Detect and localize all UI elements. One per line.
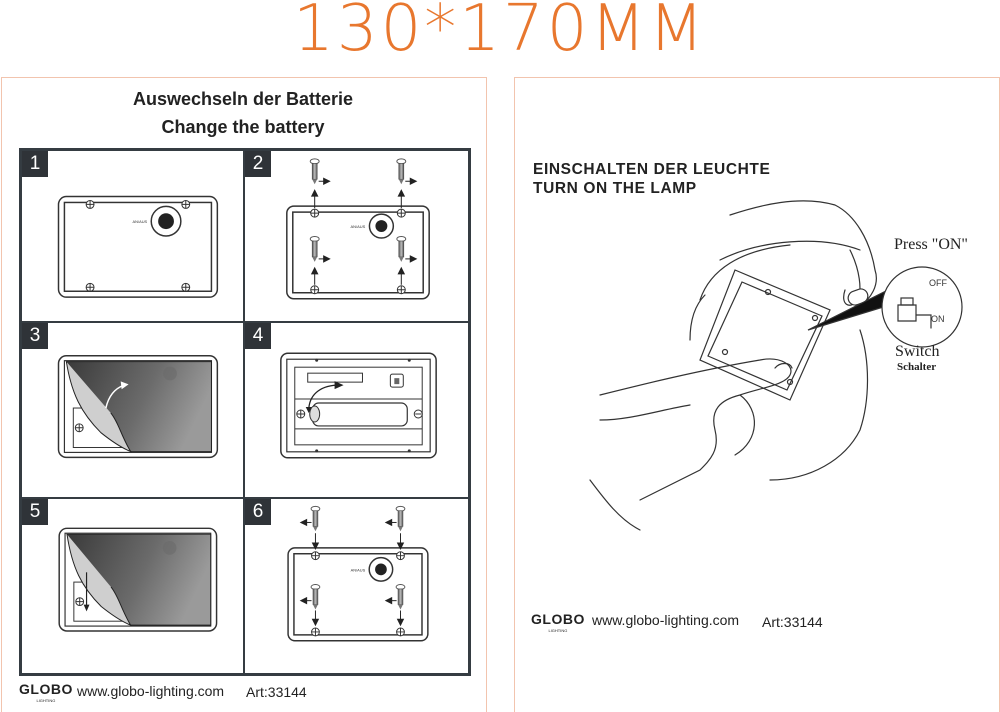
step-3-panel: 3 [22, 323, 245, 499]
hand-pressing-switch-illustration: OFF ON [589, 200, 963, 531]
logo-subtext: LIGHTING [548, 628, 568, 633]
switch-label: AN/AUS [351, 224, 366, 229]
heading-en: TURN ON THE LAMP [533, 180, 697, 197]
step-number: 2 [245, 151, 271, 177]
step-number: 1 [22, 151, 48, 177]
heading-de: Auswechseln der Batterie [132, 89, 354, 109]
article-number: Art:33144 [246, 684, 307, 700]
press-on-label: Press "ON" [894, 236, 968, 253]
step-number: 5 [22, 499, 48, 525]
switch-label-en: Switch [895, 343, 940, 360]
step-5-panel: 5 [22, 499, 245, 673]
heading-de: EINSCHALTEN DER LEUCHTE [533, 161, 771, 178]
step-number: 4 [245, 323, 271, 349]
switch-label: AN/AUS [351, 567, 366, 572]
step-4-panel: 4 [245, 323, 468, 499]
size-title: 130*170MM [293, 0, 707, 66]
logo-text: GLOBO [19, 681, 73, 697]
logo-subtext: LIGHTING [36, 698, 56, 703]
steps-grid: AN/AUS 1 AN/AUS 2 [19, 148, 471, 676]
switch-label: AN/AUS [133, 219, 148, 224]
logo-text: GLOBO [531, 611, 585, 627]
step-number: 3 [22, 323, 48, 349]
on-label: ON [931, 314, 945, 324]
switch-label-de: Schalter [897, 361, 937, 373]
step-2-panel: AN/AUS 2 [245, 151, 468, 323]
step-6-panel: AN/AUS 6 [245, 499, 468, 673]
website-link[interactable]: www.globo-lighting.com [77, 683, 225, 699]
off-label: OFF [929, 278, 947, 288]
left-page-battery [1, 77, 487, 712]
website-link[interactable]: www.globo-lighting.com [592, 612, 740, 628]
step-number: 6 [245, 499, 271, 525]
heading-en: Change the battery [161, 117, 325, 137]
step-1-panel: AN/AUS 1 [22, 151, 245, 323]
article-number: Art:33144 [762, 614, 823, 630]
